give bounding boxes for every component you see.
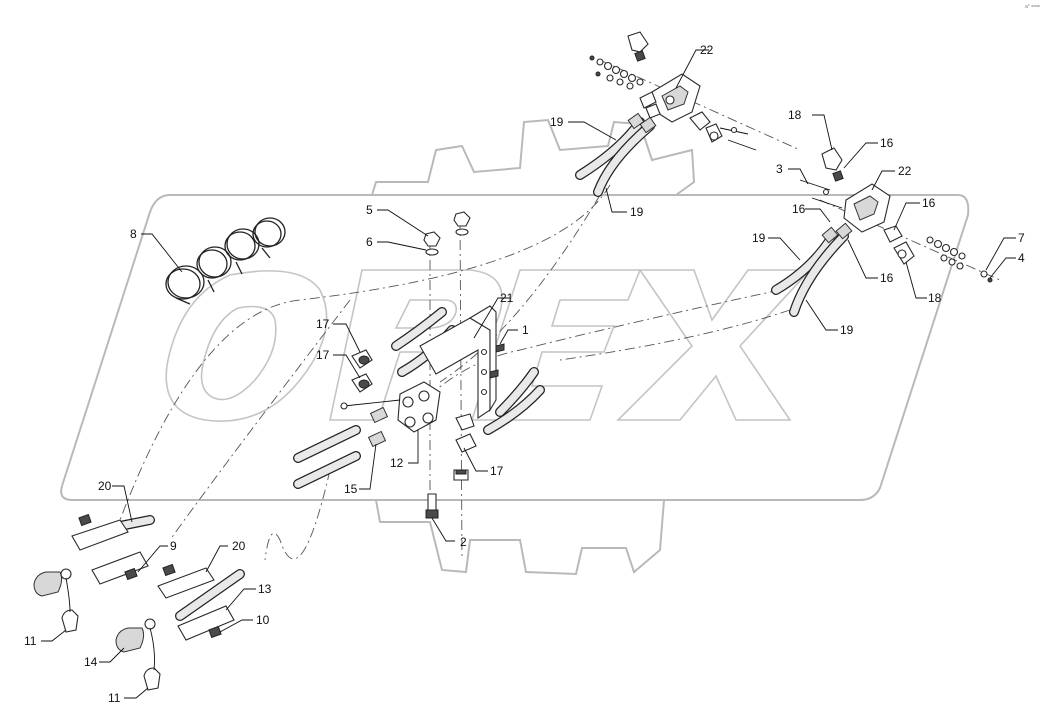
callout-16-b: 16 <box>792 202 806 216</box>
callout-20-b: 20 <box>232 539 246 553</box>
callout-1: 1 <box>522 323 529 337</box>
callout-17-b: 17 <box>316 348 330 362</box>
callout-19-a: 19 <box>550 115 564 129</box>
fittings-15 <box>367 406 389 448</box>
bolt-2 <box>425 469 469 519</box>
watermark-letter-e <box>470 269 642 421</box>
callout-13: 13 <box>258 582 272 596</box>
callout-19-d: 19 <box>840 323 854 337</box>
callout-15: 15 <box>344 482 358 496</box>
leader-lines <box>41 49 1016 699</box>
callout-9: 9 <box>170 539 177 553</box>
coupler-set-upper <box>33 513 155 633</box>
corner-mark: a° === <box>1025 4 1040 10</box>
callout-19-c: 19 <box>752 231 766 245</box>
springs-8 <box>165 217 286 305</box>
valve-block-12 <box>340 381 441 433</box>
callout-20-a: 20 <box>98 479 112 493</box>
callout-labels: 1 2 3 4 5 6 7 8 9 10 11 11 12 13 14 15 1… <box>24 43 1025 705</box>
callout-22-upper: 22 <box>700 43 714 57</box>
routing-centerlines <box>119 59 1001 561</box>
valve-block-upper <box>589 31 757 151</box>
callout-16-a: 16 <box>880 136 894 150</box>
callout-7: 7 <box>1018 231 1025 245</box>
callout-11-upper: 11 <box>24 634 37 648</box>
fittings-17-center <box>351 349 477 453</box>
nuts-washers-5-6 <box>423 211 471 256</box>
callout-16-d: 16 <box>880 271 894 285</box>
mounting-bracket-21 <box>419 305 505 420</box>
callout-10: 10 <box>256 613 270 627</box>
coupler-set-lower <box>115 563 245 691</box>
callout-18-b: 18 <box>928 291 942 305</box>
washer-stack-right <box>926 236 993 283</box>
callout-2: 2 <box>460 535 467 549</box>
callout-14: 14 <box>84 655 98 669</box>
callout-17-a: 17 <box>316 317 330 331</box>
callout-22-right: 22 <box>898 164 912 178</box>
callout-12: 12 <box>390 456 404 470</box>
hoses-19-right <box>771 222 853 317</box>
callout-17-c: 17 <box>490 464 504 478</box>
valve-block-right <box>799 147 993 283</box>
washer-stack-upper <box>589 55 644 90</box>
callout-3: 3 <box>776 162 783 176</box>
callout-8: 8 <box>130 227 137 241</box>
callout-21: 21 <box>500 291 514 305</box>
hoses-19-upper <box>575 112 657 197</box>
opex-watermark-logo: a° === <box>60 4 1040 576</box>
callout-6: 6 <box>366 235 373 249</box>
callout-16-c: 16 <box>922 196 936 210</box>
callout-11-lower: 11 <box>108 691 121 705</box>
callout-18-a: 18 <box>788 108 802 122</box>
watermark-letter-o <box>165 270 328 422</box>
callout-19-b: 19 <box>630 205 644 219</box>
callout-4: 4 <box>1018 251 1025 265</box>
watermark-letter-x <box>616 269 812 421</box>
callout-5: 5 <box>366 203 373 217</box>
